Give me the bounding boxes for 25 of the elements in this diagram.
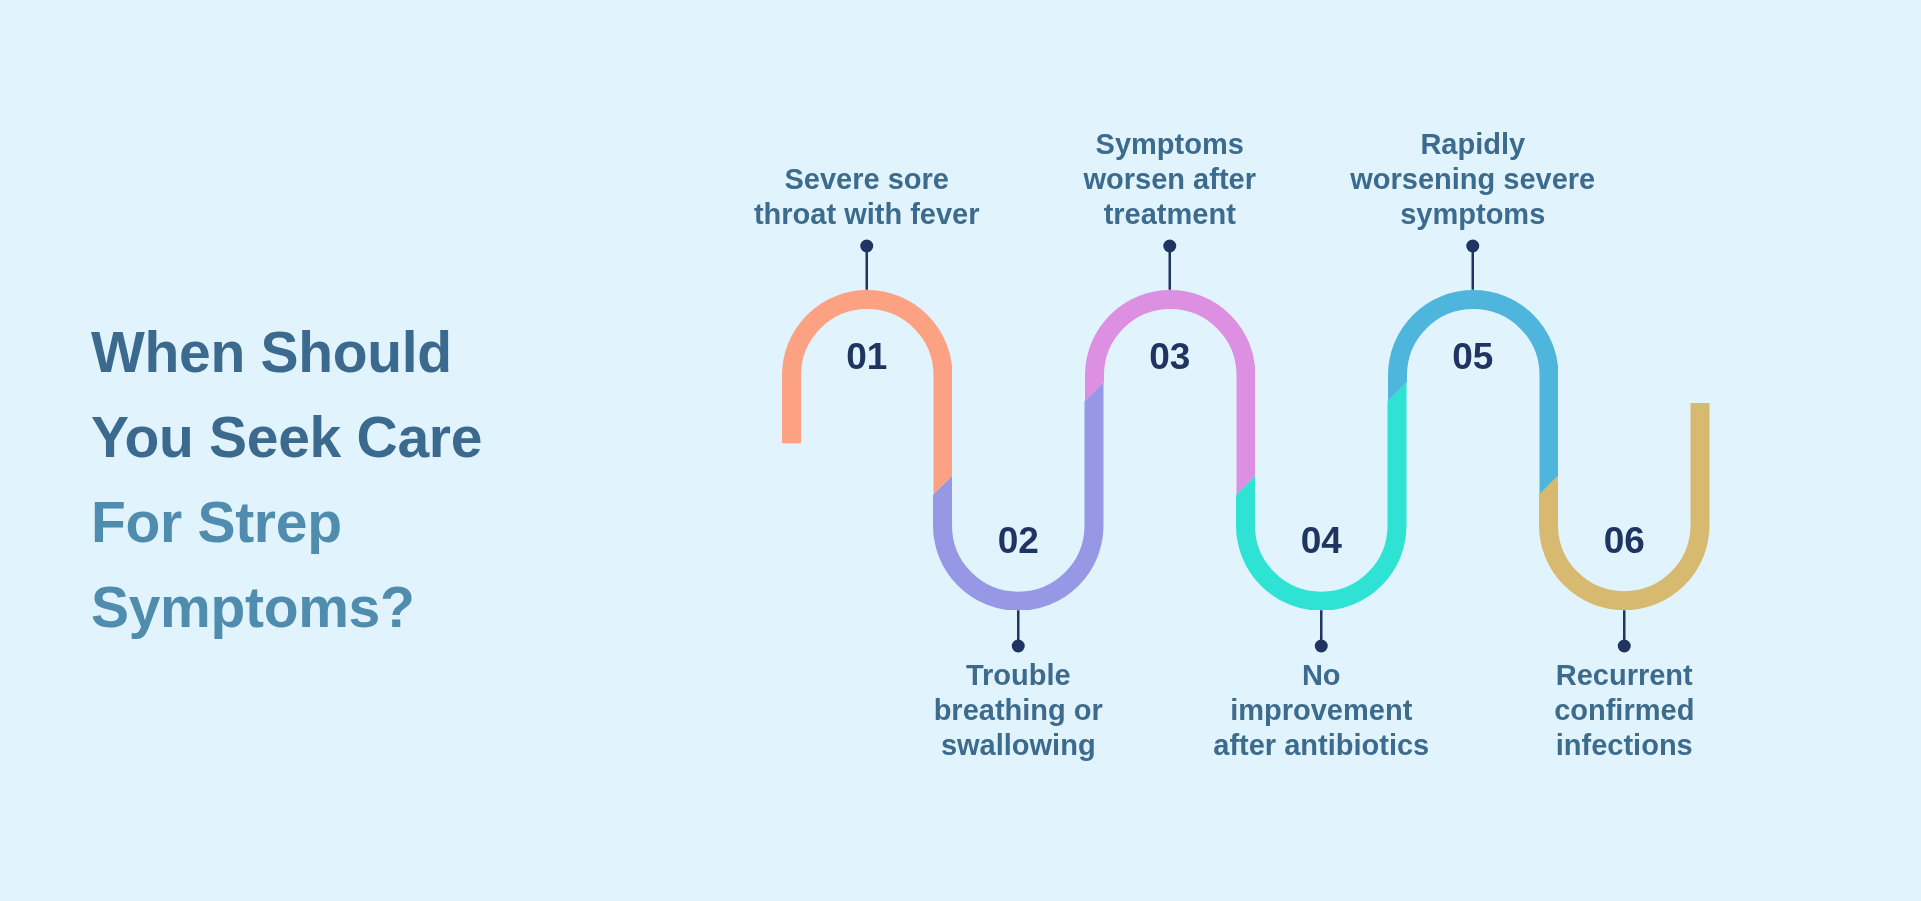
wave-segment <box>1084 289 1255 495</box>
leader-line <box>1163 239 1177 290</box>
symptom-label: Symptoms worsen after treatment <box>1069 127 1270 246</box>
leader-line <box>1314 610 1328 653</box>
step-number: 06 <box>1603 521 1645 559</box>
symptom-label: Trouble breathing or swallowing <box>918 646 1119 763</box>
title: When Should You Seek Care For Strep Symptoms? <box>91 319 484 641</box>
leader-line <box>1011 610 1025 653</box>
step-number: 05 <box>1452 337 1494 375</box>
wave-segment <box>933 381 1104 611</box>
wave-segment <box>781 289 952 495</box>
step-number: 02 <box>997 521 1039 559</box>
symptom-label: No improvement after antibiotics <box>1210 646 1433 763</box>
wave-segment <box>1236 381 1407 611</box>
step-number: 03 <box>1149 337 1191 375</box>
wave-segment <box>1387 289 1558 495</box>
symptom-label: Rapidly worsening severe symptoms <box>1347 127 1598 246</box>
leader-line <box>1617 610 1631 653</box>
step-number: 01 <box>846 337 888 375</box>
step-number: 04 <box>1300 521 1342 559</box>
symptom-label: Recurrent confirmed infections <box>1534 646 1715 763</box>
wave-segment <box>1539 403 1710 611</box>
leader-line <box>1466 239 1480 290</box>
leader-line <box>860 239 874 290</box>
symptom-label: Severe sore throat with fever <box>746 162 987 246</box>
